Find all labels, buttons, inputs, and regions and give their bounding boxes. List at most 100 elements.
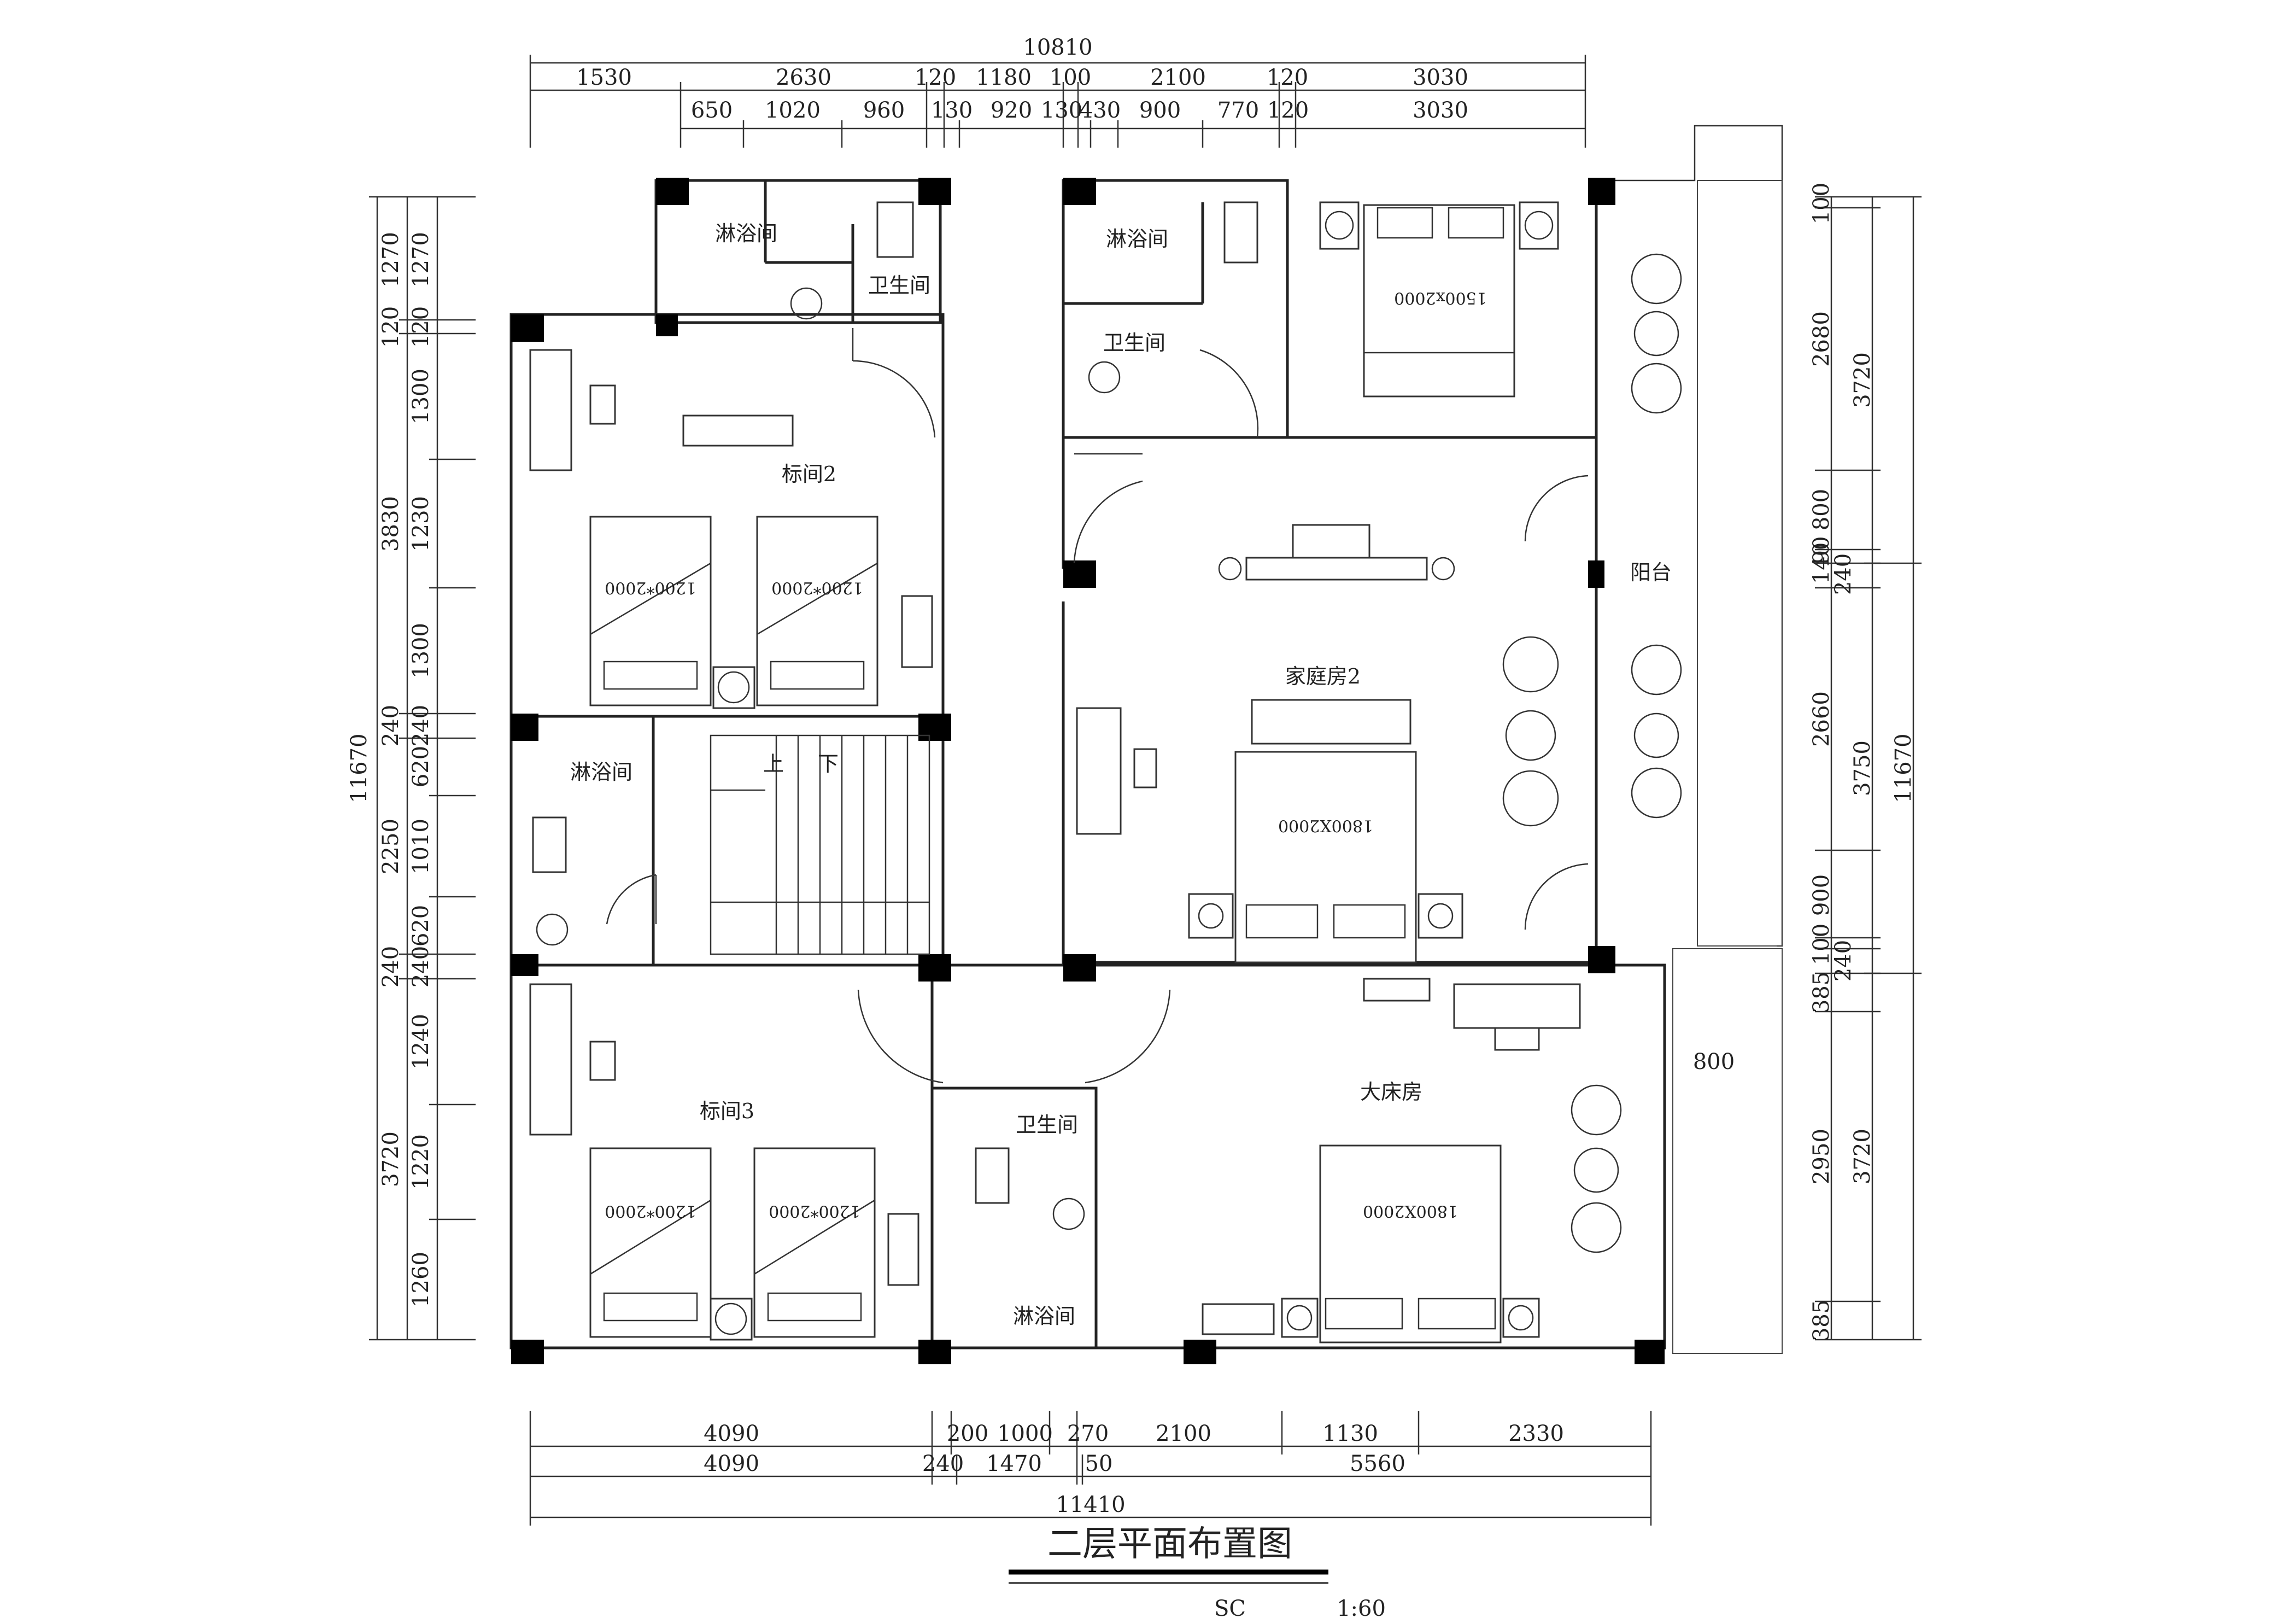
doors xyxy=(606,328,1589,1084)
left-dimensions: 11670 1270 120 3830 240 2250 240 3720 12… xyxy=(347,196,476,1341)
stairs xyxy=(710,734,930,955)
room-shower-top-left: 淋浴间 xyxy=(715,221,777,246)
dim-left-m3: 3830 xyxy=(378,496,403,552)
dim-bottom-r1-3: 1000 xyxy=(997,1421,1053,1446)
top-dimensions: 10810 1530 2630 120 1180 100 2100 120 30… xyxy=(529,35,1586,148)
dim-top-r1-5: 100 xyxy=(1050,65,1091,90)
dim-left-m5: 2250 xyxy=(378,819,403,874)
dim-right-i12: 2950 xyxy=(1809,1129,1834,1184)
dim-top-r2-1: 650 xyxy=(691,98,733,123)
dim-bottom-r1-6: 1130 xyxy=(1322,1421,1378,1446)
dim-top-r1-2: 2630 xyxy=(776,65,831,90)
dim-top-r2-11: 3030 xyxy=(1413,98,1468,123)
scale-label: SC xyxy=(1214,1596,1246,1621)
room-toilet-bottom: 卫生间 xyxy=(1016,1113,1078,1137)
dim-right-m1: 3720 xyxy=(1850,352,1875,408)
bed-label-family2: 1800X2000 xyxy=(1278,816,1373,835)
bed-label-twin3-b: 1200*2000 xyxy=(769,1201,860,1220)
stair-up-label: 上 xyxy=(763,752,784,776)
dim-right-i10: 240 xyxy=(1831,940,1856,982)
dim-right-i13: 385 xyxy=(1809,1300,1834,1341)
room-balcony: 阳台 xyxy=(1630,560,1672,585)
dim-right-i9: 100 xyxy=(1809,924,1834,965)
dim-left-i7: 620 xyxy=(408,746,434,787)
dim-left-m1: 1270 xyxy=(378,232,403,288)
bed-label-twin2-a: 1200*2000 xyxy=(605,578,696,597)
dim-top-r2-10: 120 xyxy=(1267,98,1309,123)
roof-tiles xyxy=(1607,125,1783,1354)
room-shower-bottom: 淋浴间 xyxy=(1013,1304,1075,1328)
room-toilet-top-left: 卫生间 xyxy=(868,273,930,297)
dim-left-i1: 1270 xyxy=(408,232,434,288)
walls xyxy=(509,179,1666,1350)
dim-top-r2-8: 900 xyxy=(1139,98,1181,123)
dim-top-r1-4: 1180 xyxy=(976,65,1032,90)
scale-value: 1:60 xyxy=(1337,1596,1386,1621)
dim-right-i5: 140 xyxy=(1809,542,1834,584)
dim-bottom-r2-5: 5560 xyxy=(1350,1451,1405,1476)
bottom-dimensions: 4090 200 1000 270 2100 1130 2330 4090 24… xyxy=(529,1411,1652,1526)
bed-label-top-right: 1500x2000 xyxy=(1394,288,1487,307)
dim-left-m4: 240 xyxy=(378,705,403,746)
dim-top-r1-8: 3030 xyxy=(1413,65,1468,90)
dim-left-m6: 240 xyxy=(378,946,403,988)
dim-bottom-total: 11410 xyxy=(1056,1492,1125,1517)
dim-bottom-r2-2: 240 xyxy=(922,1451,964,1476)
drawing-title: 二层平面布置图 xyxy=(1047,1524,1292,1564)
dim-bottom-r2-1: 4090 xyxy=(704,1451,759,1476)
dim-top-total: 10810 xyxy=(1023,35,1092,60)
dim-left-i11: 1240 xyxy=(408,1014,434,1070)
dim-right-i4: 90 xyxy=(1809,536,1834,564)
dim-right-m2: 3750 xyxy=(1850,740,1875,796)
dim-right-i7: 2660 xyxy=(1809,691,1834,747)
room-kingroom: 大床房 xyxy=(1360,1080,1422,1104)
room-family2: 家庭房2 xyxy=(1285,664,1361,688)
title-block: 二层平面布置图 SC 1:60 xyxy=(1009,1524,1386,1621)
dim-left-i9: 620 xyxy=(408,905,434,947)
dim-top-r2-9: 770 xyxy=(1217,98,1259,123)
dim-bottom-r1-5: 2100 xyxy=(1156,1421,1211,1446)
dim-right-total: 11670 xyxy=(1891,733,1916,803)
room-twin3: 标间3 xyxy=(700,1099,754,1123)
furniture xyxy=(529,201,1682,1343)
dim-left-m2: 120 xyxy=(378,306,403,348)
bed-label-twin2-b: 1200*2000 xyxy=(771,578,863,597)
dim-bottom-r1-1: 4090 xyxy=(704,1421,759,1446)
bed-label-twin3-a: 1200*2000 xyxy=(605,1201,696,1220)
dim-left-i12: 1220 xyxy=(408,1134,434,1190)
dim-top-r1-7: 120 xyxy=(1267,65,1308,90)
dim-bottom-r1-4: 270 xyxy=(1067,1421,1109,1446)
columns xyxy=(511,178,1665,1364)
dim-right-i8: 900 xyxy=(1809,874,1834,916)
dim-left-i3: 1300 xyxy=(408,369,434,424)
dim-left-i13: 1260 xyxy=(408,1252,434,1307)
dim-bottom-r2-3: 1470 xyxy=(986,1451,1042,1476)
dim-bottom-r2-4: 50 xyxy=(1085,1451,1113,1476)
dim-left-m7: 3720 xyxy=(378,1131,403,1187)
dim-balcony-800: 800 xyxy=(1693,1049,1735,1074)
dim-left-i5: 1300 xyxy=(408,623,434,679)
dim-bottom-r1-2: 200 xyxy=(947,1421,988,1446)
room-twin2: 标间2 xyxy=(782,462,836,486)
dim-top-r2-4: 130 xyxy=(931,98,973,123)
dim-right-i6: 240 xyxy=(1831,553,1856,595)
room-shower-mid-left: 淋浴间 xyxy=(570,760,632,784)
dim-right-i3: 800 xyxy=(1809,489,1834,530)
dim-top-r1-3: 120 xyxy=(915,65,956,90)
room-toilet-top-mid: 卫生间 xyxy=(1103,331,1165,355)
dim-top-r2-7: 430 xyxy=(1079,98,1121,123)
room-labels: 淋浴间 卫生间 淋浴间 卫生间 标间2 家庭房2 阳台 淋浴间 上 下 标间3 … xyxy=(570,221,1735,1328)
dim-left-i4: 1230 xyxy=(408,496,434,552)
dim-right-i2: 2680 xyxy=(1809,311,1834,367)
dim-left-i2: 120 xyxy=(408,306,434,348)
dim-left-i8: 1010 xyxy=(408,819,434,874)
dim-top-r1-6: 2100 xyxy=(1150,65,1206,90)
room-shower-top-mid: 淋浴间 xyxy=(1106,227,1168,251)
dim-left-total: 11670 xyxy=(347,733,372,803)
dim-left-i6: 240 xyxy=(408,705,434,746)
dim-top-r2-5: 920 xyxy=(991,98,1032,123)
stair-down-label: 下 xyxy=(818,752,839,776)
bed-label-kingroom: 1800X2000 xyxy=(1363,1201,1458,1220)
dim-top-r2-2: 1020 xyxy=(765,98,821,123)
